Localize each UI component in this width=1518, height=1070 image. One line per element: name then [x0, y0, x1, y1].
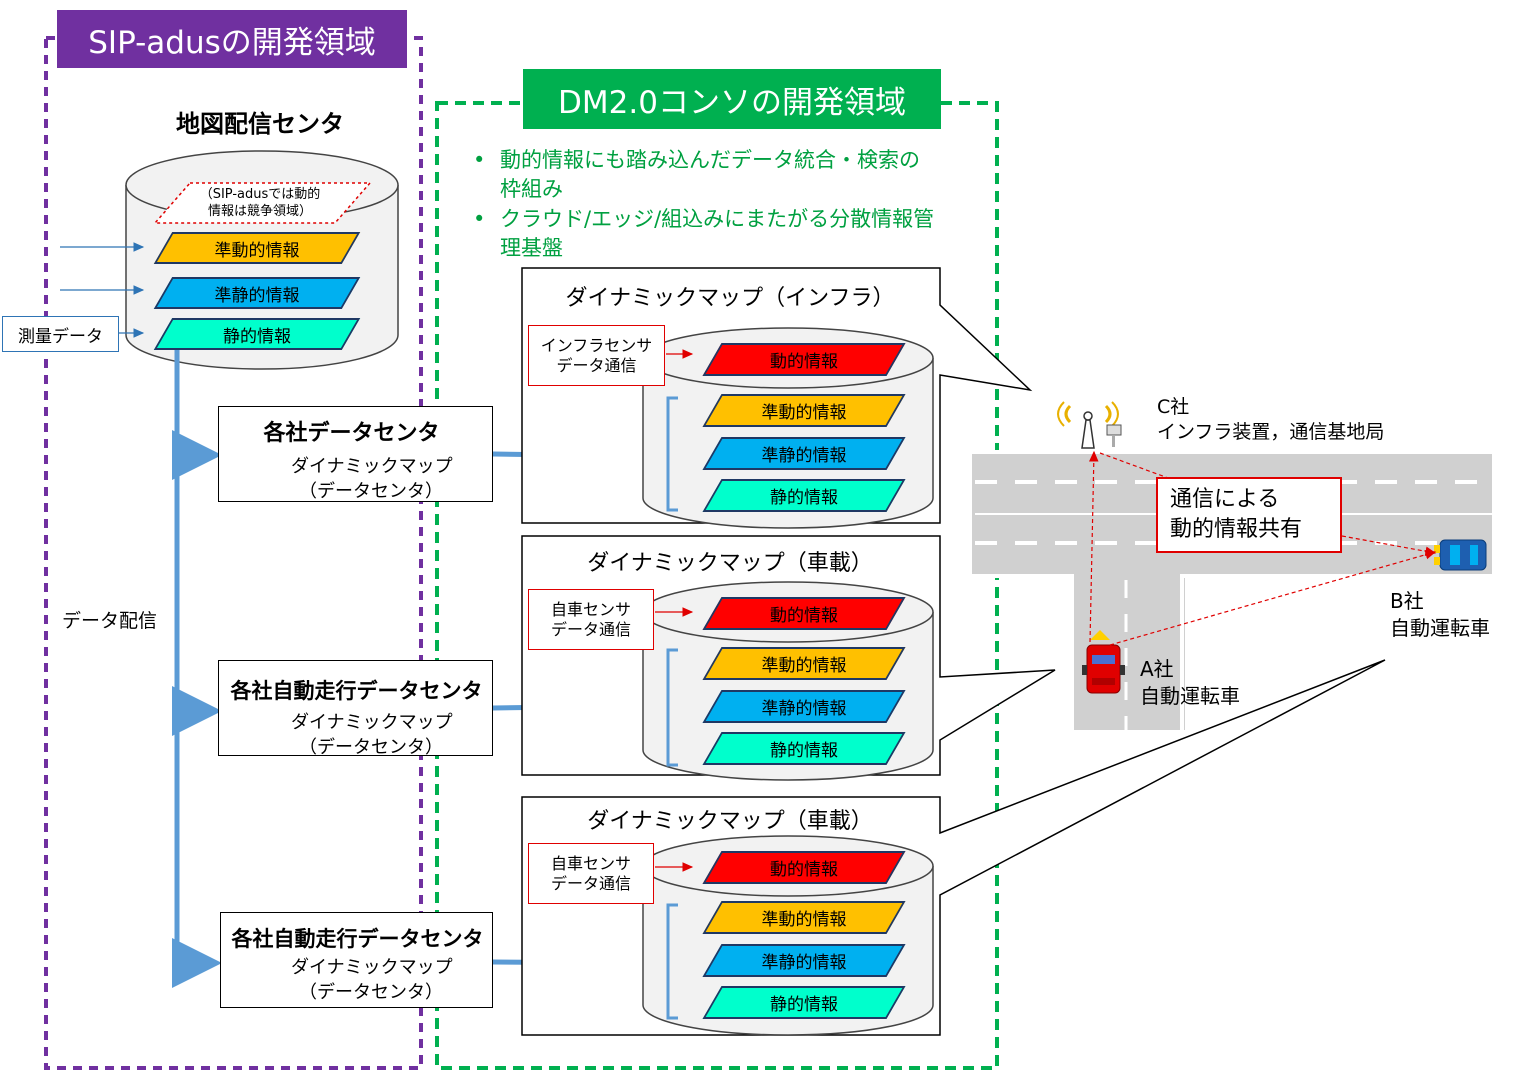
infra-camera-icon	[1106, 424, 1122, 447]
sip-region-border	[44, 36, 423, 1070]
company-center-1-line1: ダイナミックマップ	[291, 456, 453, 477]
dm-bullet-1: • 動的情報にも踏み込んだデータ統合・検索の 枠組み	[473, 146, 920, 204]
map-center-layer-semi-static: 準静的情報	[153, 277, 361, 309]
map-center-layer-static: 静的情報	[153, 318, 361, 350]
data-delivery-label: データ配信	[62, 610, 158, 632]
dm-bullet-2-line1: クラウド/エッジ/組込みにまたがる分散情報管	[500, 207, 935, 231]
company-center-3-line2: （データセンタ）	[299, 982, 443, 1003]
dm3-title: ダイナミックマップ（車載）	[587, 809, 873, 834]
company-center-2-line1: ダイナミックマップ	[291, 712, 453, 733]
competition-note-line2: 情報は競争領域）	[207, 204, 312, 219]
dm2-sensor-line2: データ通信	[550, 619, 631, 639]
dm-bullet-2: • クラウド/エッジ/組込みにまたがる分散情報管 理基盤	[473, 205, 935, 263]
dm3-layer-semi-dynamic: 準動的情報	[702, 901, 906, 934]
sharing-box: 通信による 動的情報共有	[1156, 477, 1342, 553]
dm2-sensor-line1: 自車センサ	[550, 599, 631, 619]
sharing-line1: 通信による	[1170, 487, 1280, 512]
company-c-line2: インフラ装置，通信基地局	[1157, 421, 1385, 443]
dm-bullet-1-line1: 動的情報にも踏み込んだデータ統合・検索の	[500, 148, 920, 172]
dm3-sensor-line2: データ通信	[550, 873, 631, 893]
dm1-sensor-line2: データ通信	[556, 355, 637, 375]
dm-bullet-2-line2: 理基盤	[500, 236, 563, 260]
dm-region-label: DM2.0コンソの開発領域	[523, 69, 941, 129]
sip-region-label: SIP-adusの開発領域	[57, 10, 407, 68]
dm1-sensor-line1: インフラセンサ	[540, 335, 653, 355]
car-a-icon	[1082, 630, 1125, 694]
company-c-label: C社 インフラ装置，通信基地局	[1157, 395, 1384, 445]
company-c-line1: C社	[1157, 396, 1190, 418]
company-center-2: 各社自動走行データセンタ ダイナミックマップ （データセンタ）	[218, 660, 493, 758]
company-center-3-title: 各社自動走行データセンタ	[231, 927, 484, 951]
dm1-sensor-box: インフラセンサ データ通信	[528, 325, 665, 386]
dm-bullet-1-line2: 枠組み	[500, 177, 563, 201]
company-a-line2: 自動運転車	[1140, 684, 1240, 708]
dm3-sensor-box: 自車センサ データ通信	[528, 843, 654, 904]
dm2-sensor-box: 自車センサ データ通信	[528, 589, 654, 650]
dm1-layer-semi-static: 準静的情報	[702, 437, 906, 470]
map-center-title: 地図配信センタ	[176, 110, 344, 138]
survey-data-box: 測量データ	[2, 316, 119, 352]
company-b-line2: 自動運転車	[1390, 616, 1490, 640]
map-center-layer-semi-dynamic: 準動的情報	[153, 232, 361, 264]
dm3-layer-dynamic: 動的情報	[702, 851, 906, 884]
dm2-layer-static: 静的情報	[702, 732, 906, 765]
company-b-label: B社 自動運転車	[1390, 588, 1490, 642]
company-center-2-title: 各社自動走行データセンタ	[230, 679, 483, 703]
dm1-layer-static: 静的情報	[702, 479, 906, 512]
company-center-2-line2: （データセンタ）	[299, 737, 443, 758]
dm1-title: ダイナミックマップ（インフラ）	[565, 286, 895, 311]
company-center-1-line2: （データセンタ）	[299, 481, 443, 502]
dm2-layer-semi-dynamic: 準動的情報	[702, 647, 906, 680]
dm1-layer-semi-dynamic: 準動的情報	[702, 394, 906, 427]
car-b-icon	[1434, 539, 1487, 571]
sharing-line2: 動的情報共有	[1170, 517, 1303, 542]
company-center-3: 各社自動走行データセンタ ダイナミックマップ （データセンタ）	[220, 912, 493, 1008]
company-center-3-line1: ダイナミックマップ	[291, 957, 453, 978]
company-center-1-title: 各社データセンタ	[263, 421, 440, 446]
dm2-layer-dynamic: 動的情報	[702, 597, 906, 630]
company-a-line1: A社	[1140, 657, 1174, 681]
dm2-title: ダイナミックマップ（車載）	[587, 551, 873, 576]
company-a-label: A社 自動運転車	[1140, 656, 1240, 710]
antenna-tower-icon	[1057, 401, 1119, 449]
company-center-1: 各社データセンタ ダイナミックマップ （データセンタ）	[218, 406, 493, 502]
company-b-line1: B社	[1390, 589, 1424, 613]
dm1-layer-dynamic: 動的情報	[702, 343, 906, 376]
dm3-layer-semi-static: 準静的情報	[702, 944, 906, 977]
dm3-sensor-line1: 自車センサ	[550, 853, 631, 873]
competition-note-line1: （SIP-adusでは動的	[199, 187, 321, 202]
dm3-layer-static: 静的情報	[702, 986, 906, 1019]
competition-note-shape	[153, 182, 372, 224]
competition-note: （SIP-adusでは動的 情報は競争領域）	[170, 186, 350, 220]
dm2-layer-semi-static: 準静的情報	[702, 690, 906, 723]
